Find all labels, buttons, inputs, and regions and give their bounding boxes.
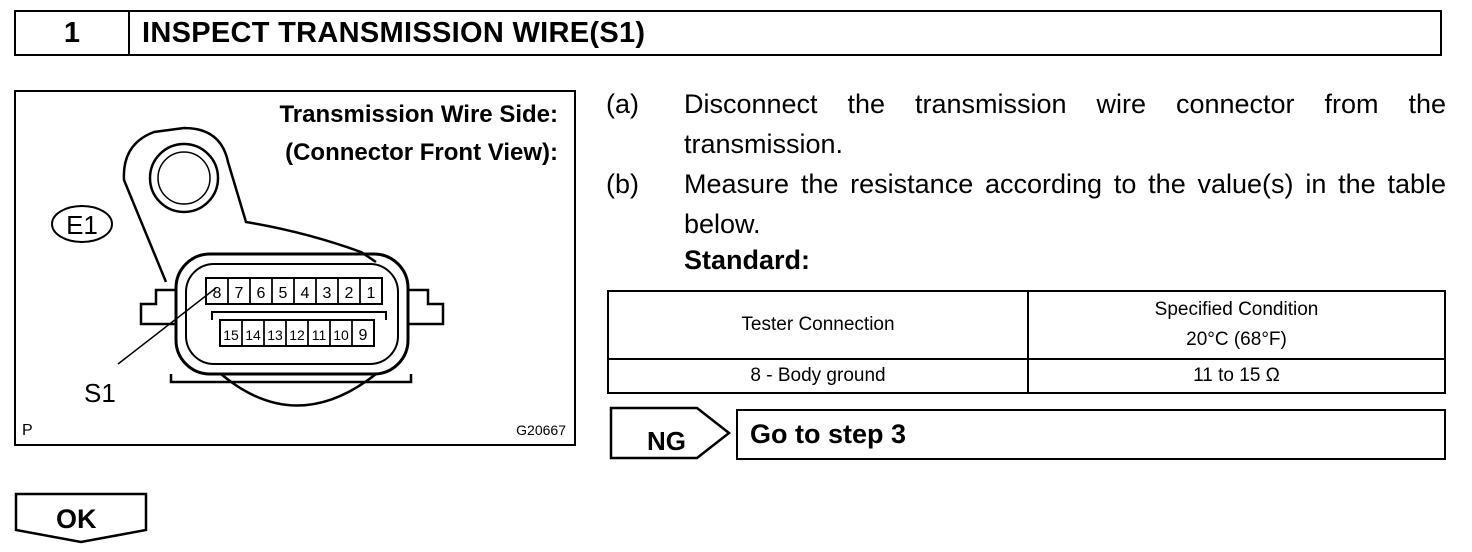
step-title: INSPECT TRANSMISSION WIRE(S1) <box>142 16 646 49</box>
housing-lower-arc <box>220 373 377 407</box>
instruction-a-text: Disconnect the transmission wire connect… <box>684 89 1446 159</box>
e1-oval <box>51 205 113 243</box>
header-specified-condition: Specified Condition 20°C (68°F) <box>1027 290 1446 360</box>
bracket-bolt-hole <box>148 142 220 214</box>
figure-caption: Transmission Wire Side: (Connector Front… <box>279 96 558 172</box>
table-row: 8 - Body ground 11 to 15 Ω <box>607 358 1446 394</box>
pin-number: 1 <box>367 285 376 302</box>
bracket-outline <box>122 126 377 283</box>
header-tester-connection: Tester Connection <box>607 290 1029 360</box>
pin-number: 3 <box>323 285 332 302</box>
header-condition-line-2: 20°C (68°F) <box>1186 329 1287 350</box>
pin-cell <box>351 319 375 347</box>
connector-inner <box>185 263 399 365</box>
step-header: 1 INSPECT TRANSMISSION WIRE(S1) <box>14 10 1442 56</box>
pin-number: 12 <box>289 327 305 343</box>
pin-number: 14 <box>245 327 261 343</box>
pin-number: 4 <box>301 285 310 302</box>
pin-number: 15 <box>223 327 239 343</box>
left-tab <box>139 288 176 326</box>
figure-corner-mark: P <box>22 422 33 439</box>
ng-arrow-shape <box>609 406 732 460</box>
ng-action: Go to step 3 <box>736 409 1446 460</box>
instruction-a-mark: (a) <box>606 89 639 119</box>
pin-number: 10 <box>333 327 349 343</box>
table-header-row: Tester Connection Specified Condition 20… <box>607 290 1446 360</box>
ok-label: OK <box>56 504 97 534</box>
ng-result-badge: NG <box>609 406 733 467</box>
pin-number: 5 <box>279 285 288 302</box>
instruction-b: (b) Measure the resistance according to … <box>606 164 1446 244</box>
caption-line-1: Transmission Wire Side: <box>279 101 558 128</box>
right-tab <box>408 288 445 326</box>
caption-line-2: (Connector Front View): <box>285 139 558 166</box>
spec-table: Tester Connection Specified Condition 20… <box>607 290 1446 394</box>
pin-number: 8 <box>213 285 222 302</box>
ok-result-badge: OK <box>14 492 150 549</box>
pin-number: 2 <box>345 285 354 302</box>
header-condition-line-1: Specified Condition <box>1154 299 1319 320</box>
s1-label: S1 <box>84 378 116 408</box>
step-number: 1 <box>16 12 130 54</box>
figure-code: G20667 <box>516 422 566 438</box>
standard-label: Standard: <box>684 245 811 275</box>
pin-number: 7 <box>235 285 244 302</box>
instruction-b-text: Measure the resistance according to the … <box>684 169 1446 239</box>
pin-cell <box>359 277 383 305</box>
cell-specified-condition: 11 to 15 Ω <box>1027 358 1446 394</box>
connector-outer <box>174 252 410 376</box>
ok-arrow-shape <box>14 492 148 544</box>
pin-number: 13 <box>267 327 283 343</box>
pin-number: 6 <box>257 285 266 302</box>
e1-label: E1 <box>66 210 98 240</box>
ng-label: NG <box>647 426 686 456</box>
instruction-a: (a) Disconnect the transmission wire con… <box>606 84 1446 164</box>
pin-number: 9 <box>359 327 368 344</box>
pin-number: 11 <box>312 327 327 343</box>
instruction-b-mark: (b) <box>606 169 639 199</box>
s1-leader-line <box>117 287 217 365</box>
cell-tester-connection: 8 - Body ground <box>607 358 1029 394</box>
